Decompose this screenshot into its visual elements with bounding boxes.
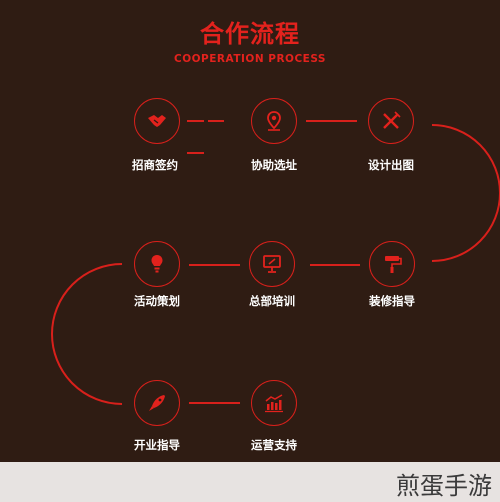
step-label-5: 总部培训 — [249, 294, 295, 308]
location-pin-icon — [267, 111, 281, 131]
footer-bar: 煎蛋手游 — [0, 462, 500, 502]
step-node-8 — [251, 380, 297, 426]
step-label-4: 装修指导 — [369, 294, 415, 308]
connector-arc-left — [51, 263, 123, 405]
step-label-8: 运营支持 — [251, 438, 297, 452]
step-node-7 — [134, 380, 180, 426]
page-title: 合作流程 — [200, 20, 300, 48]
step-label-1: 招商签约 — [132, 158, 178, 172]
handshake-icon — [148, 115, 166, 127]
paint-roller-icon — [385, 256, 402, 273]
step-node-3 — [368, 98, 414, 144]
design-tools-icon — [383, 111, 401, 129]
growth-chart-icon — [265, 394, 283, 413]
step-node-4 — [369, 241, 415, 287]
step-node-2 — [251, 98, 297, 144]
step-label-2: 协助选址 — [251, 158, 297, 172]
rocket-icon — [149, 395, 165, 411]
page-subtitle: COOPERATION PROCESS — [174, 53, 326, 65]
watermark-text: 煎蛋手游 — [396, 472, 492, 500]
step-label-7: 开业指导 — [134, 438, 180, 452]
step-label-3: 设计出图 — [368, 158, 414, 172]
step-label-6: 活动策划 — [134, 294, 180, 308]
connector-arc-right — [431, 124, 500, 262]
step-node-5 — [249, 241, 295, 287]
lightbulb-icon — [151, 255, 163, 273]
step-node-6 — [134, 241, 180, 287]
step-node-1 — [134, 98, 180, 144]
monitor-presentation-icon — [263, 255, 281, 273]
